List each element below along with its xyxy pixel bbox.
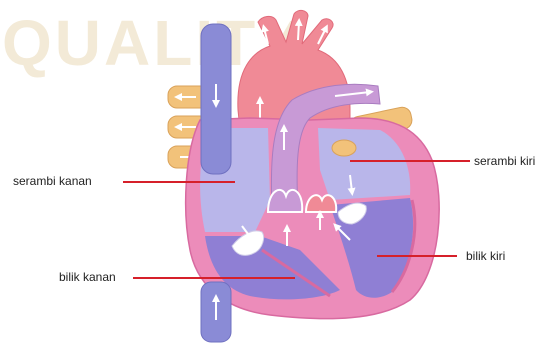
pulmonary-valve xyxy=(268,190,302,212)
label-serambi-kanan: serambi kanan xyxy=(13,174,92,188)
label-bilik-kanan: bilik kanan xyxy=(59,270,116,284)
aortic-valve xyxy=(306,195,336,212)
label-serambi-kiri: serambi kiri xyxy=(474,154,535,168)
label-bilik-kiri: bilik kiri xyxy=(466,249,505,263)
pulmonary-vein-opening xyxy=(332,140,356,156)
